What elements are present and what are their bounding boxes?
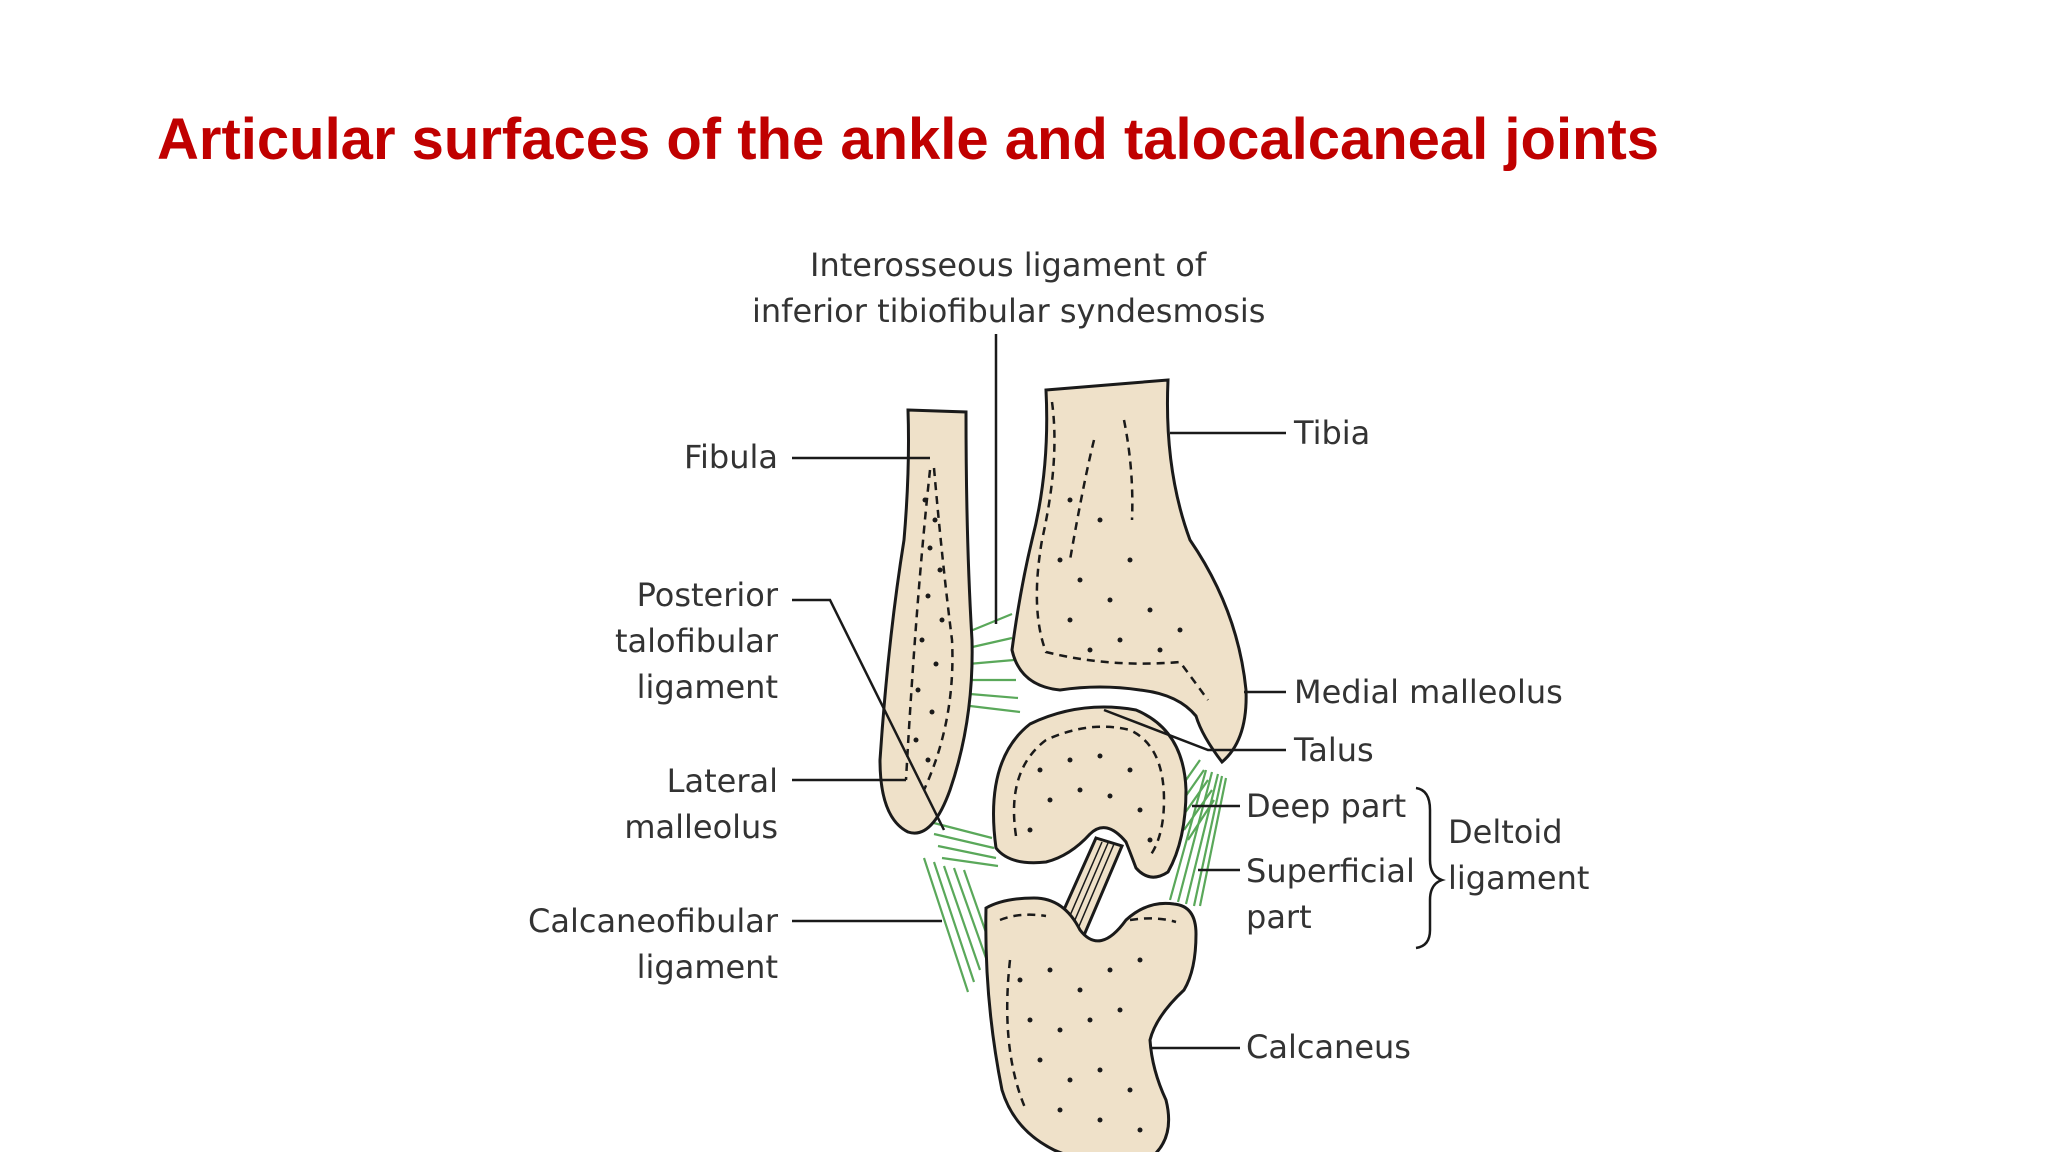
label-calcaneus: Calcaneus — [1246, 1028, 1411, 1066]
label-deep-part: Deep part — [1246, 787, 1406, 825]
label-posterior-3: ligament — [637, 668, 778, 706]
label-calcaneofibular-1: Calcaneofibular — [528, 902, 779, 940]
label-lateral-2: malleolus — [624, 808, 778, 846]
fibula — [878, 408, 974, 835]
talus — [992, 705, 1188, 879]
slide-title: Articular surfaces of the ankle and talo… — [157, 107, 1660, 172]
label-superficial-2: part — [1246, 898, 1312, 936]
label-posterior-1: Posterior — [637, 576, 779, 614]
interosseous-ligament — [967, 612, 1021, 714]
posterior-talofibular-ligament — [929, 820, 999, 868]
label-tibia: Tibia — [1293, 414, 1370, 452]
label-superficial-1: Superficial — [1246, 852, 1415, 890]
label-deltoid-1: Deltoid — [1448, 813, 1563, 851]
leader-lines — [792, 334, 1446, 1050]
label-interosseous-1: Interosseous ligament of — [810, 246, 1207, 284]
label-interosseous-2: inferior tibiofibular syndesmosis — [752, 292, 1265, 330]
tibia — [1010, 378, 1248, 765]
deltoid-superficial-part — [1168, 769, 1228, 907]
bone-stippling — [913, 497, 1183, 1133]
calcaneus — [984, 896, 1198, 1152]
label-lateral-1: Lateral — [667, 762, 778, 800]
calcaneofibular-ligament — [922, 857, 992, 993]
label-talus: Talus — [1293, 731, 1374, 769]
leader-posterior — [792, 598, 946, 831]
deltoid-brace — [1415, 786, 1446, 950]
label-fibula: Fibula — [684, 438, 778, 476]
label-posterior-2: talofibular — [615, 622, 779, 660]
label-deltoid-2: ligament — [1448, 859, 1589, 897]
label-calcaneofibular-2: ligament — [637, 948, 778, 986]
label-medial-malleolus: Medial malleolus — [1294, 673, 1563, 711]
leader-talus — [1103, 708, 1286, 752]
